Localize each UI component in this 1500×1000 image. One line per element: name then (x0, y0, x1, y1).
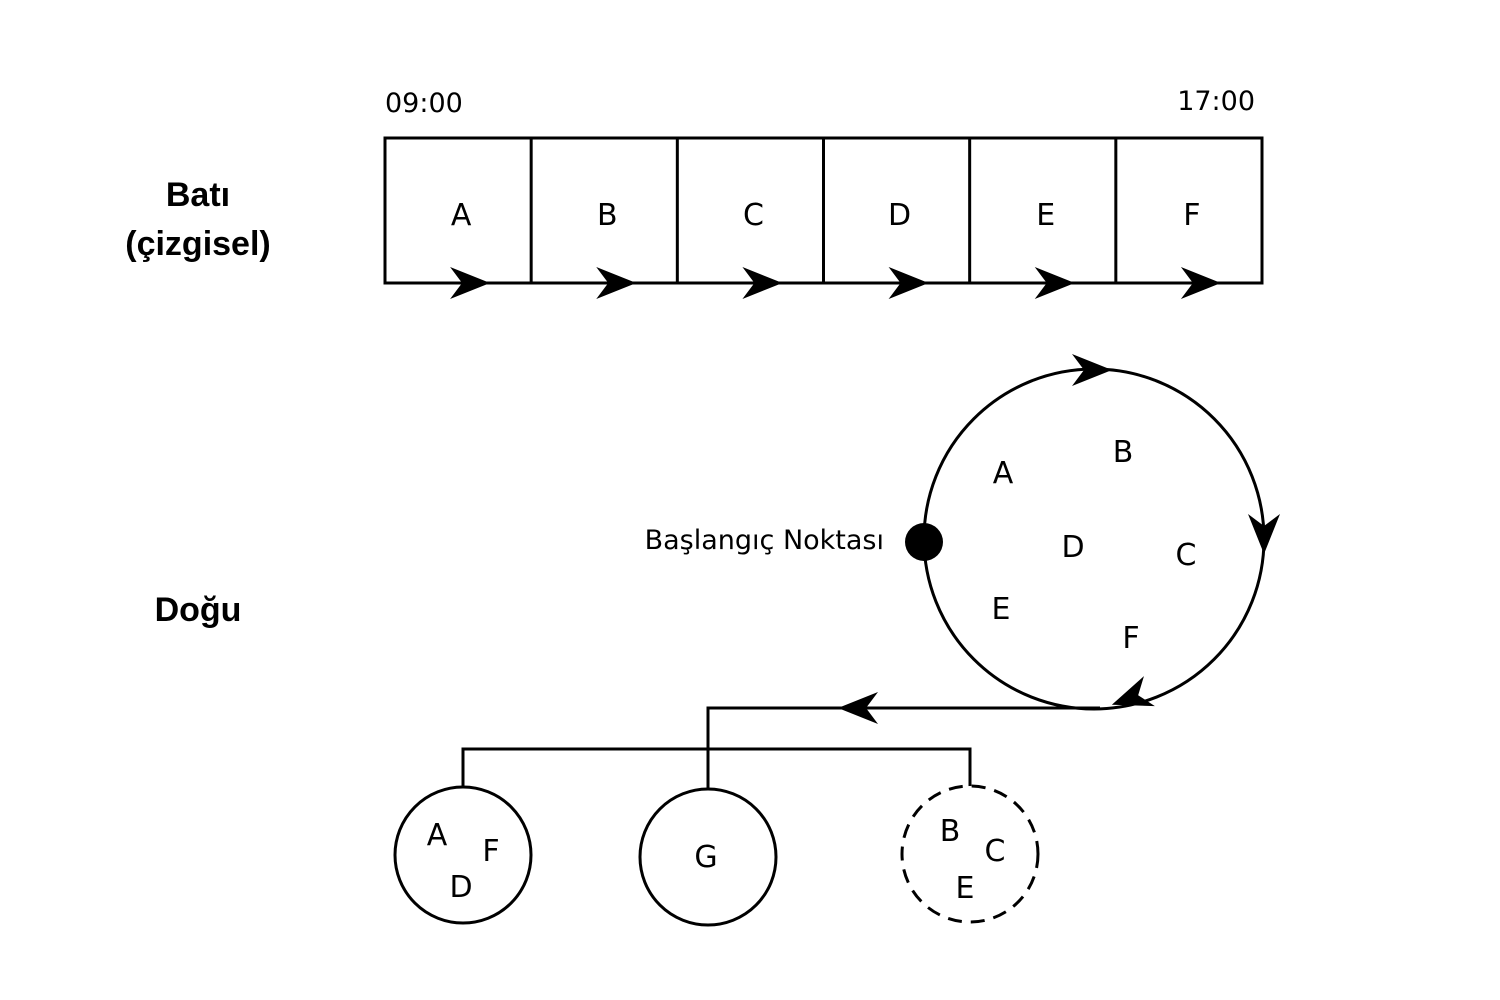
east-label: Doğu (155, 591, 242, 629)
timeline-task-f: F (1183, 198, 1200, 233)
start-point-label: Başlangıç Noktası (645, 525, 884, 556)
group-bce: B C E (900, 784, 1040, 924)
group-task-b: B (940, 814, 961, 849)
cycle-diagram: Başlangıç Noktası A B C D E F (645, 354, 1280, 720)
timeline-task-b: B (597, 198, 618, 233)
group-adf: A F D (393, 785, 533, 925)
group-circle-bce (900, 784, 1040, 924)
cycle-task-d: D (1061, 530, 1084, 565)
start-time-label: 09:00 (385, 88, 463, 119)
group-circle-g (638, 787, 778, 927)
cycle-task-c: C (1176, 538, 1197, 573)
group-task-c: C (985, 834, 1006, 869)
timeline-cells: A B C D E F (450, 138, 1221, 299)
group-task-f: F (482, 834, 499, 869)
cycle-task-b: B (1113, 435, 1134, 470)
cycle-task-f: F (1122, 621, 1139, 656)
cycle-arrow-bottom-icon (1106, 676, 1155, 720)
cycle-circle (922, 367, 1266, 711)
group-task-a: A (427, 818, 448, 853)
group-connectors (461, 706, 1100, 790)
west-label-line1: Batı (166, 176, 230, 214)
group-task-g: G (694, 840, 717, 875)
linear-timeline: A B C D E F (383, 136, 1264, 299)
groups-bracket-line (461, 747, 972, 787)
group-g: G (638, 787, 778, 927)
cycle-to-groups-line (706, 706, 1100, 790)
end-time-label: 17:00 (1177, 86, 1255, 117)
west-label-line2: (çizgisel) (125, 225, 270, 263)
timeline-task-a: A (451, 198, 472, 233)
timeline-task-d: D (888, 198, 911, 233)
start-point-dot (905, 523, 943, 561)
timeline-task-e: E (1036, 198, 1055, 233)
cycle-task-e: E (992, 592, 1011, 627)
group-task-e: E (956, 871, 975, 906)
timeline-task-c: C (743, 198, 764, 233)
group-circle-adf (393, 785, 533, 925)
cycle-task-a: A (993, 456, 1014, 491)
group-task-d: D (449, 870, 472, 905)
